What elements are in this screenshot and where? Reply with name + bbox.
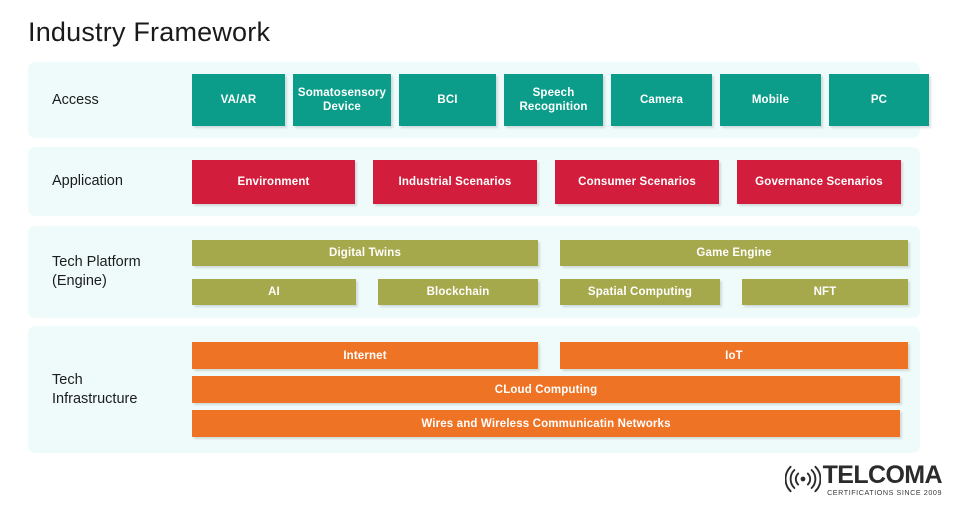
logo-tagline: CERTIFICATIONS SINCE 2009 xyxy=(827,487,942,497)
row-items-tech-platform: Digital Twins Game Engine AI Blockchain … xyxy=(192,226,908,318)
access-box-line: VA/AR Somatosensory Device BCI Speech Re… xyxy=(192,74,929,126)
logo-name: TELCOMA xyxy=(822,460,943,489)
row-label-tech-infrastructure: Tech Infrastructure xyxy=(52,371,138,407)
platform-gap-top xyxy=(538,240,560,266)
framework-row-tech-infrastructure: Tech Infrastructure Internet IoT CLoud C… xyxy=(28,326,920,453)
logo-text: TELCOMA CERTIFICATIONS SINCE 2009 xyxy=(822,460,943,497)
application-box-governance-scenarios[interactable]: Governance Scenarios xyxy=(737,159,901,204)
infrastructure-box-wires-and-wireless-networks[interactable]: Wires and Wireless Communicatin Networks xyxy=(192,410,900,437)
platform-box-spatial-computing[interactable]: Spatial Computing xyxy=(560,278,720,305)
access-box-somatosensory-device[interactable]: Somatosensory Device xyxy=(293,74,391,126)
infrastructure-gap-1 xyxy=(538,342,560,369)
platform-box-line-top: Digital Twins Game Engine xyxy=(192,239,908,266)
application-box-environment[interactable]: Environment xyxy=(192,159,355,204)
application-box-consumer-scenarios[interactable]: Consumer Scenarios xyxy=(555,159,719,204)
platform-box-nft[interactable]: NFT xyxy=(742,278,908,305)
framework-row-application: Application Environment Industrial Scena… xyxy=(28,147,920,216)
platform-box-line-bottom: AI Blockchain Spatial Computing NFT xyxy=(192,278,908,305)
telcoma-logo: TELCOMA CERTIFICATIONS SINCE 2009 xyxy=(784,460,943,497)
access-box-mobile[interactable]: Mobile xyxy=(720,74,821,126)
infrastructure-box-iot[interactable]: IoT xyxy=(560,342,908,369)
row-label-tech-platform: Tech Platform (Engine) xyxy=(52,254,141,289)
page-title: Industry Framework xyxy=(28,17,271,47)
application-box-line: Environment Industrial Scenarios Consume… xyxy=(192,159,901,204)
access-box-pc[interactable]: PC xyxy=(829,74,929,126)
row-items-application: Environment Industrial Scenarios Consume… xyxy=(192,147,901,216)
platform-gap-b xyxy=(538,279,560,305)
access-box-va-ar[interactable]: VA/AR xyxy=(192,74,285,126)
platform-box-blockchain[interactable]: Blockchain xyxy=(378,278,538,305)
platform-box-ai[interactable]: AI xyxy=(192,278,356,305)
signal-waves-icon xyxy=(784,464,821,494)
access-box-speech-recognition[interactable]: Speech Recognition xyxy=(504,74,603,126)
infrastructure-box-line-2: CLoud Computing xyxy=(192,376,900,403)
infrastructure-box-line-1: Internet IoT xyxy=(192,342,908,369)
row-items-access: VA/AR Somatosensory Device BCI Speech Re… xyxy=(192,62,929,138)
platform-gap-c xyxy=(720,279,742,305)
framework-row-access: Access VA/AR Somatosensory Device BCI Sp… xyxy=(28,62,929,138)
access-box-bci[interactable]: BCI xyxy=(399,74,496,126)
access-box-camera[interactable]: Camera xyxy=(611,74,712,126)
platform-box-game-engine[interactable]: Game Engine xyxy=(560,239,908,266)
platform-box-digital-twins[interactable]: Digital Twins xyxy=(192,239,538,266)
infrastructure-box-cloud-computing[interactable]: CLoud Computing xyxy=(192,376,900,403)
application-box-industrial-scenarios[interactable]: Industrial Scenarios xyxy=(373,159,537,204)
row-label-access: Access xyxy=(52,91,99,108)
row-label-application: Application xyxy=(52,173,123,189)
platform-gap-a xyxy=(356,279,378,305)
infrastructure-box-line-3: Wires and Wireless Communicatin Networks xyxy=(192,410,900,437)
row-items-tech-infrastructure: Internet IoT CLoud Computing Wires and W… xyxy=(192,326,908,453)
infrastructure-box-internet[interactable]: Internet xyxy=(192,342,538,369)
framework-row-tech-platform: Tech Platform (Engine) Digital Twins Gam… xyxy=(28,226,920,318)
